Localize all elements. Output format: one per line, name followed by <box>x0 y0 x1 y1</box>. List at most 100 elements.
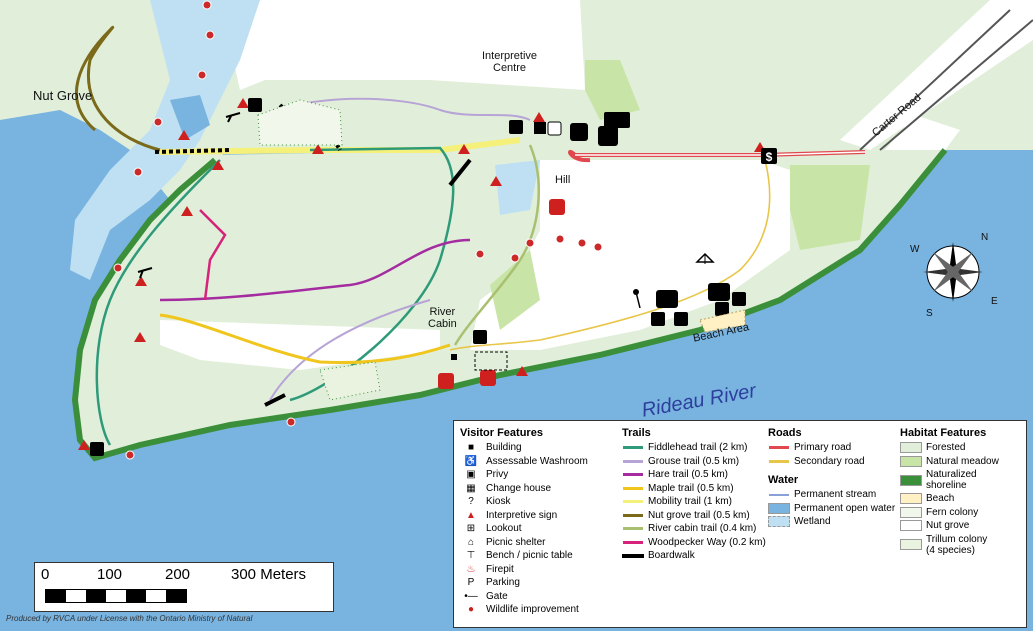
gate-icon[interactable] <box>633 289 641 309</box>
wildlife-improvement-icon[interactable] <box>555 234 565 244</box>
habitat-swatch <box>900 539 922 550</box>
road-swatch <box>769 446 789 450</box>
scale-label-200: 200 <box>165 566 191 583</box>
privy-icon[interactable] <box>473 330 487 344</box>
wildlife-improvement-icon[interactable] <box>125 450 135 460</box>
wildlife-improvement-icon[interactable] <box>113 263 123 273</box>
legend-visitor-title: Visitor Features <box>460 427 543 439</box>
legend-symbol <box>768 455 790 467</box>
interpretive-signs <box>78 98 766 450</box>
legend-symbol <box>768 489 790 501</box>
wildlife-improvement-icon[interactable] <box>286 417 296 427</box>
legend-label: Primary road <box>794 442 852 454</box>
legend-symbol: ▣ <box>460 469 482 481</box>
legend-symbol: ? <box>460 496 482 508</box>
parking-icon[interactable] <box>570 123 588 141</box>
change-house-icon[interactable] <box>651 312 665 326</box>
wildlife-improvement-icon[interactable] <box>153 117 163 127</box>
legend-item: ▲Interpretive sign <box>460 509 588 523</box>
wildlife-improvement-icon[interactable] <box>202 0 212 10</box>
legend-symbol: P <box>460 577 482 589</box>
interpretive-sign-icon[interactable] <box>533 112 545 122</box>
carter-road-edge-1 <box>859 9 1011 151</box>
interpretive-sign-icon[interactable] <box>78 440 90 450</box>
interpretive-sign-icon[interactable] <box>516 366 528 376</box>
scale-label-300: 300 Meters <box>231 566 307 583</box>
parking-icon[interactable] <box>708 283 730 301</box>
legend-item: ▣Privy <box>460 468 588 482</box>
habitat-swatch <box>900 474 922 486</box>
legend-label: Wildlife improvement <box>486 604 579 616</box>
gatehouse-icon[interactable] <box>761 148 777 164</box>
wildlife-improvement-icon[interactable] <box>525 238 535 248</box>
legend-symbol <box>622 469 644 481</box>
legend-symbol <box>900 455 922 467</box>
firepit-icon[interactable] <box>438 373 454 389</box>
picnic-shelter-icon[interactable] <box>695 252 715 264</box>
wildlife-improvement-icon[interactable] <box>577 238 587 248</box>
privy-icon[interactable] <box>248 98 262 112</box>
interpretive-sign-icon[interactable] <box>490 176 502 186</box>
legend-item: Permanent stream <box>768 488 895 502</box>
kiosk-icon[interactable] <box>509 120 523 134</box>
legend-label: Interpretive sign <box>486 509 558 521</box>
wildlife-improvement-icon[interactable] <box>475 249 485 259</box>
legend-label: Parking <box>486 577 520 589</box>
accessible-washroom-icon[interactable] <box>547 121 562 136</box>
road-swatch <box>769 459 789 463</box>
kiosk-icon[interactable] <box>715 302 729 316</box>
wetland-west <box>70 0 260 280</box>
label-interpretive-centre: Interpretive Centre <box>482 50 538 74</box>
interpretive-sign-icon[interactable] <box>181 206 193 216</box>
interpretive-sign-icon[interactable] <box>178 130 190 140</box>
legend-item: Maple trail (0.5 km) <box>622 482 766 496</box>
interpretive-sign-icon[interactable] <box>212 160 224 170</box>
parking-icon[interactable] <box>598 126 618 146</box>
firepit-icon[interactable] <box>480 370 496 386</box>
wildlife-improvements <box>113 0 603 460</box>
legend-item: ⌂Picnic shelter <box>460 536 588 550</box>
compass-label-w: W <box>910 244 920 255</box>
building-icon[interactable] <box>451 354 457 360</box>
primary-road-center <box>575 151 866 156</box>
picnic-shelter-icon: ⌂ <box>467 536 475 548</box>
legend-visitor-features: Visitor Features ■Building♿Assessable Wa… <box>460 427 588 617</box>
parking-icon[interactable] <box>656 290 678 308</box>
wildlife-improvement-icon[interactable] <box>593 242 603 252</box>
legend-symbol: ■ <box>460 442 482 454</box>
building-icon[interactable] <box>534 122 546 134</box>
privy-icon[interactable] <box>90 442 104 456</box>
scale-label-100: 100 <box>97 566 123 583</box>
wildlife-improvement-icon[interactable] <box>205 30 215 40</box>
legend-label: Grouse trail (0.5 km) <box>648 455 740 467</box>
boardwalk-3 <box>264 393 286 407</box>
building-icon[interactable] <box>604 112 630 128</box>
legend-label: Assessable Washroom <box>486 455 588 467</box>
interpretive-sign-icon[interactable] <box>312 144 324 154</box>
legend-symbol: •— <box>460 590 482 602</box>
interpretive-sign-icon[interactable] <box>135 276 147 286</box>
legend-symbol <box>622 496 644 508</box>
trail-swatch <box>623 459 643 463</box>
legend-label: Natural meadow <box>926 455 999 467</box>
bench-icon: ⊤ <box>466 550 476 562</box>
legend-item: Primary road <box>768 441 895 455</box>
legend-symbol <box>622 536 644 548</box>
legend-item: River cabin trail (0.4 km) <box>622 522 766 536</box>
firepit-icon[interactable] <box>549 199 565 215</box>
interpretive-sign-icon[interactable] <box>237 98 249 108</box>
change-house-icon[interactable] <box>674 312 688 326</box>
kiosk-icon: ? <box>468 496 474 508</box>
wildlife-improvement-icon[interactable] <box>197 70 207 80</box>
bench-icon[interactable] <box>225 112 241 123</box>
legend-item: ⊞Lookout <box>460 522 588 536</box>
wildlife-improvement-icon[interactable] <box>133 167 143 177</box>
interpretive-sign-icon[interactable] <box>134 332 146 342</box>
legend-label: Building <box>486 442 522 454</box>
bench-icon[interactable] <box>137 267 153 279</box>
privy-icon[interactable] <box>732 292 746 306</box>
interpretive-sign-icon[interactable] <box>458 144 470 154</box>
wildlife-improvement-icon[interactable] <box>510 253 520 263</box>
beach <box>699 309 746 333</box>
